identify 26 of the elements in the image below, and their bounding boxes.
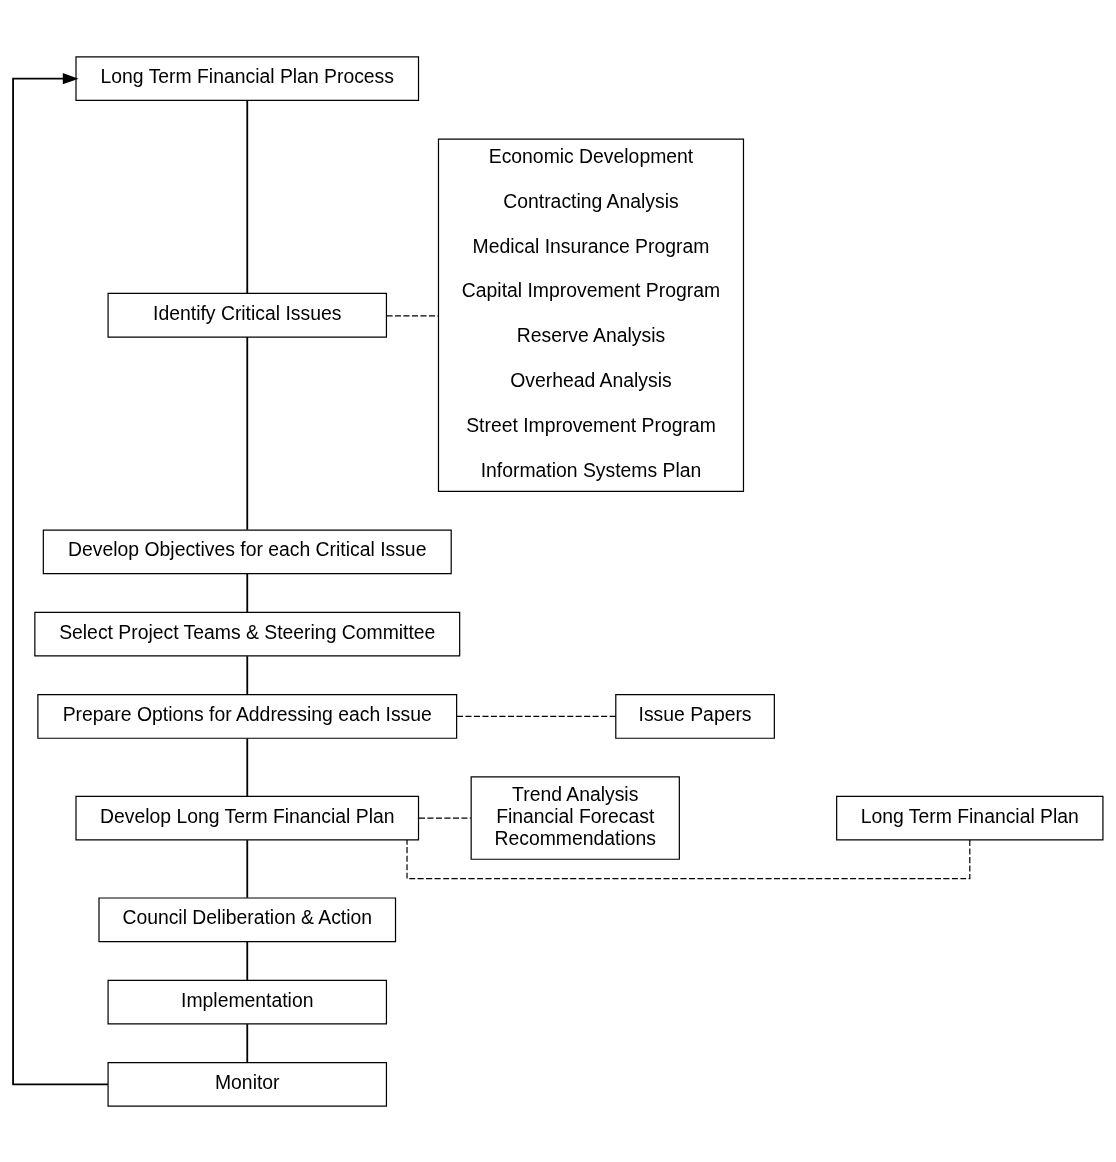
node-box: Implementation <box>107 979 388 1024</box>
node-box: Identify Critical Issues <box>107 292 388 338</box>
connector <box>246 335 249 531</box>
node-box: Develop Long Term Financial Plan <box>75 795 420 840</box>
node-box: Long Term Financial Plan Process <box>75 55 420 101</box>
arrow <box>12 72 109 1085</box>
node-box: Prepare Options for Addressing each Issue <box>37 693 458 739</box>
node-box: Monitor <box>107 1061 388 1107</box>
node-box: Develop Objectives for each Critical Issue <box>42 528 452 574</box>
connector <box>246 99 249 294</box>
connector <box>385 314 439 316</box>
node-box: Issue Papers <box>615 693 775 739</box>
connector <box>246 737 249 797</box>
node-box: Council Deliberation & Action <box>98 896 397 942</box>
connector <box>406 838 971 879</box>
node-box: Trend Analysis Financial Forecast Recommendations <box>470 775 680 860</box>
connector <box>246 1022 249 1063</box>
connector <box>418 817 472 819</box>
node-box: Long Term Financial Plan <box>836 795 1104 840</box>
connector <box>246 838 249 899</box>
node-box: Economic Development Contracting Analysis Medical Insurance Program Capital Improvement Program Reserve Analysis Overhead Analysis Street Improvement Program Information Systems Plan <box>437 138 745 492</box>
connector <box>246 654 249 695</box>
connector <box>246 572 249 613</box>
connector <box>456 715 617 717</box>
connector <box>246 940 249 981</box>
node-box: Select Project Teams & Steering Committee <box>34 611 461 657</box>
